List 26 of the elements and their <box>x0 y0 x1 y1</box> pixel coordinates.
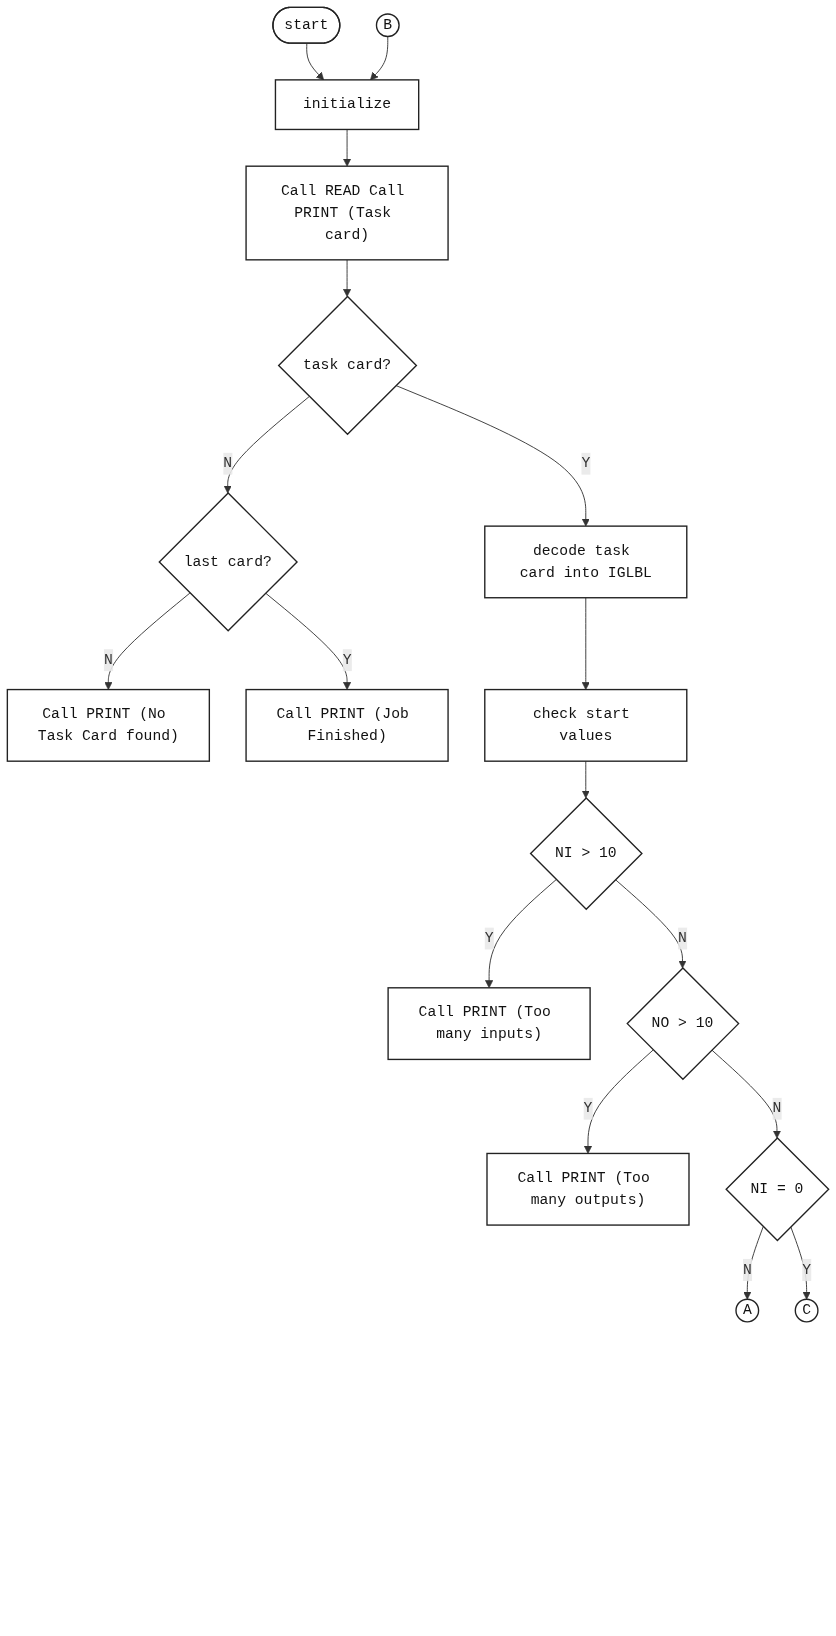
node-diamond: NI > 10 <box>529 796 643 911</box>
edge-label: Y <box>484 930 494 947</box>
node-circle: A <box>735 1298 760 1323</box>
node-diamond: task card? <box>277 295 418 436</box>
edge-label: Y <box>583 1100 593 1117</box>
node-box: Call PRINT (Job Finished) <box>245 688 449 762</box>
node-box: Call PRINT (Too many inputs) <box>387 987 591 1061</box>
edge-label: N <box>103 651 113 669</box>
edge-label: Y <box>802 1261 812 1279</box>
node-box: check start values <box>484 688 688 762</box>
edge-label: N <box>772 1100 782 1117</box>
edge-label: N <box>223 455 233 472</box>
node-box: decode task card into IGLBL <box>484 525 688 599</box>
node-box: initialize <box>274 79 420 131</box>
edge-label: N <box>678 930 687 947</box>
node-circle: B <box>375 13 400 38</box>
node-diamond: NI = 0 <box>725 1137 830 1242</box>
node-diamond: last card? <box>158 492 298 632</box>
node-box: Call PRINT (No Task Card found) <box>6 688 211 762</box>
node-box: Call READ Call PRINT (Task card) <box>245 165 449 261</box>
edge-label: N <box>742 1261 752 1279</box>
edge-label: Y <box>342 651 352 669</box>
node-diamond: NO > 10 <box>626 967 740 1081</box>
node-circle: C <box>794 1298 819 1323</box>
node-box: Call PRINT (Too many outputs) <box>486 1152 690 1226</box>
edge-label: Y <box>581 455 591 472</box>
